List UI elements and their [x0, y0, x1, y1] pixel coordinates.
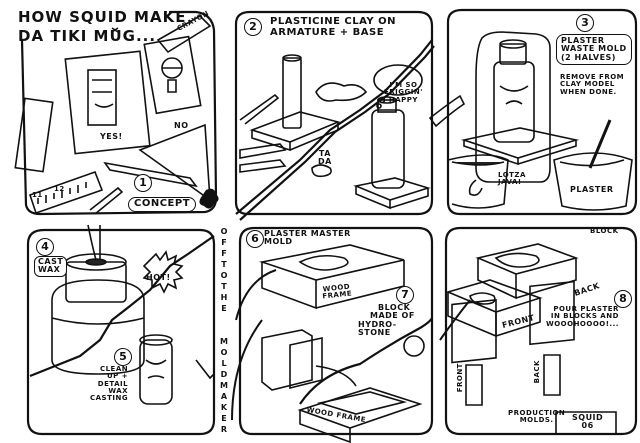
step-7-caption-line-4: STONE [358, 328, 391, 338]
step-5-caption-line-4: WAX [108, 387, 129, 396]
step-2-caption-line-2: ARMATURE + BASE [270, 26, 385, 38]
step-number-1: 1 [134, 174, 152, 192]
step-7-caption-line-1: BLOCK [378, 303, 411, 312]
production-line-2: MOLDS. [519, 416, 554, 425]
panel-6-art [231, 244, 433, 443]
side-text-moldmaker: MOLDMAKER [220, 337, 228, 434]
exclaim-ta: TA [318, 149, 331, 158]
signature-name: SQUID [572, 413, 604, 422]
step-2-caption-line-1: PLASTICINE CLAY ON [270, 16, 397, 27]
side-text-off-to-the: OFF TO THE [220, 227, 228, 313]
step-number-6: 6 [246, 230, 264, 248]
java-label: LOTZA JAVA! [498, 171, 526, 187]
step-4-caption-line-2: WAX [38, 265, 61, 275]
step-3-note-line-2: CLAY MODEL [560, 80, 615, 89]
step-number-8: 8 [614, 290, 632, 308]
title-line-1: HOW SQUID MAKE [18, 8, 187, 26]
step-1-caption: CONCEPT [128, 197, 197, 212]
thought-line-2: FRIGGIN' [384, 88, 423, 97]
title-line-2: DA TIKI MUG... [18, 26, 157, 45]
step-3-caption-line-3: (2 HALVES) [561, 52, 616, 62]
signature-year: 06 [581, 421, 594, 431]
panel-3-art [428, 31, 633, 211]
panel-1-art [14, 15, 212, 215]
panel-8-frame [444, 226, 638, 436]
step-2-caption: PLASTICINE CLAY ON ARMATURE + BASE [270, 16, 397, 38]
step-7-caption: BLOCK MADE OF HYDRO- STONE [356, 303, 415, 338]
ruler-mark-11: 11 [32, 191, 43, 199]
step-5-caption-line-2: UP + [106, 372, 129, 381]
java-label-line-2: JAVA! [498, 178, 522, 187]
panel-1-frame [20, 10, 218, 216]
step-4-caption-line-1: CAST [38, 257, 64, 266]
block-label: BLOCK [590, 227, 619, 235]
thought-line-3: HAPPY [388, 95, 418, 104]
plaster-bucket-label: PLASTER [570, 185, 614, 194]
yes-label: YES! [100, 132, 123, 141]
step-3-note-line-3: WHEN DONE. [560, 87, 617, 96]
mold-back-label: BACK [532, 360, 541, 384]
step-6-caption-line-1: PLASTER MASTER [264, 229, 351, 238]
step-4-caption: CAST WAX [34, 256, 68, 277]
step-5-caption-line-1: CLEAN [99, 365, 129, 373]
artist-signature: SQUID 06 [572, 413, 604, 431]
step-3-caption-line-2: WASTE MOLD [561, 44, 627, 54]
mold-front-label: FRONT [455, 363, 464, 393]
step-number-5: 5 [114, 348, 132, 366]
ruler-mark-12: 12 [54, 185, 65, 193]
panel-4-frame [26, 228, 216, 436]
step-number-2: 2 [244, 18, 262, 36]
step-8-caption-line-3: WOOOHOOOO!... [546, 319, 619, 328]
ta-da-exclaim: TA DA [318, 149, 332, 167]
step-number-3: 3 [576, 14, 594, 32]
step-6-caption: PLASTER MASTER MOLD [264, 229, 351, 247]
step-3-note-line-1: REMOVE FROM [560, 73, 625, 81]
exclaim-da: DA [318, 157, 332, 167]
step-5-caption-line-3: DETAIL [97, 379, 129, 388]
panel-4-art [29, 224, 215, 405]
step-8-caption-line-1: POUR PLASTER [553, 305, 619, 313]
step-5-caption: CLEAN UP + DETAIL WAX CASTING [90, 365, 129, 403]
hot-burst: HOT! [146, 273, 171, 282]
wood-frame-label-1: WOOD FRAME [321, 283, 353, 301]
panel-2-art [235, 39, 435, 221]
ink-splat [199, 188, 219, 209]
production-molds-caption: PRODUCTION MOLDS. [508, 409, 566, 425]
step-number-4: 4 [36, 238, 54, 256]
comic-title: HOW SQUID MAKE DA TIKI MUG... [18, 8, 187, 45]
step-3-caption: PLASTER WASTE MOLD (2 HALVES) [556, 34, 632, 66]
step-3-note: REMOVE FROM CLAY MODEL WHEN DONE. [560, 73, 625, 96]
thought-bubble: I'M SO FRIGGIN' HAPPY [384, 81, 423, 104]
panel-3-frame [446, 8, 638, 216]
step-3-caption-line-1: PLASTER [561, 36, 605, 45]
step-7-caption-line-2: MADE OF [370, 311, 415, 321]
production-line-1: PRODUCTION [508, 409, 566, 417]
panel-6-frame [238, 226, 434, 436]
step-8-caption: POUR PLASTER IN BLOCKS AND WOOOHOOOO!... [546, 305, 619, 328]
no-label: NO [174, 121, 189, 130]
thought-line-1: I'M SO [389, 81, 418, 89]
step-number-7: 7 [396, 286, 414, 304]
step-5-caption-line-5: CASTING [90, 394, 129, 403]
step-8-caption-line-2: IN BLOCKS AND [550, 312, 619, 321]
panel-8-art [439, 243, 617, 435]
java-label-line-1: LOTZA [498, 171, 526, 179]
panel-2-frame [234, 10, 434, 216]
step-7-caption-line-3: HYDRO- [358, 319, 397, 329]
step-6-caption-line-2: MOLD [264, 237, 293, 247]
